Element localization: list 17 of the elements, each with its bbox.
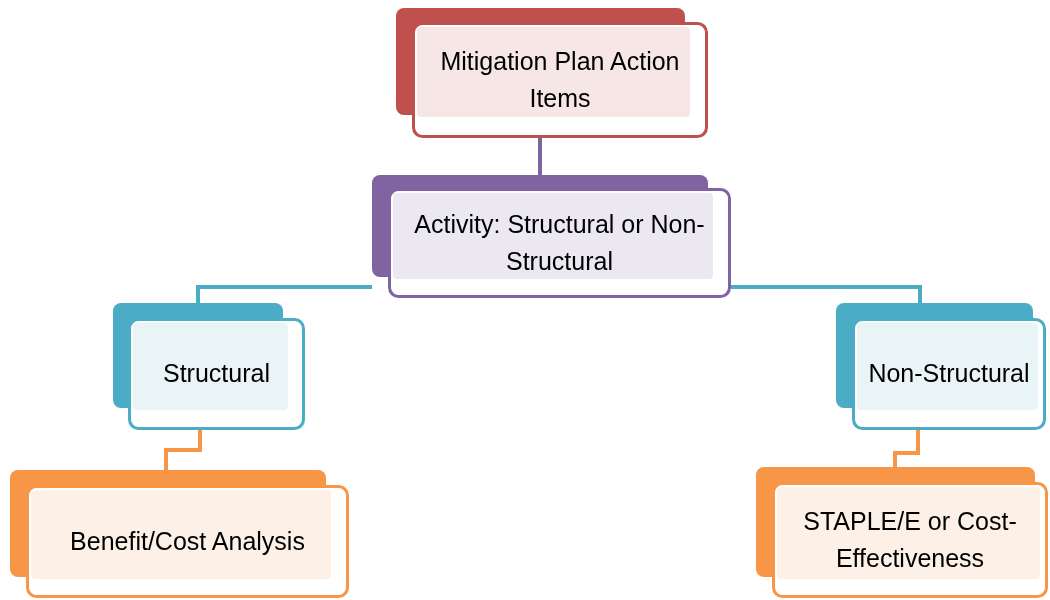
process-box (836, 303, 1046, 430)
connector-line (164, 430, 202, 470)
box-label: Structural (163, 358, 270, 390)
box-label: Benefit/Cost Analysis (70, 525, 305, 557)
process-box (372, 175, 731, 298)
process-box (396, 8, 708, 138)
process-box (756, 467, 1048, 598)
box-label: Non-Structural (868, 358, 1030, 390)
box-label: STAPLE/E or Cost-Effectiveness (802, 505, 1018, 574)
box-label: Activity: Structural or Non-Structural (413, 208, 706, 277)
connector-line (731, 285, 922, 303)
connector-line (196, 285, 372, 303)
box-label: Mitigation Plan Action Items (439, 45, 681, 114)
process-box (113, 303, 305, 430)
connector-line (893, 430, 920, 467)
process-box (10, 470, 349, 598)
connector-line (538, 138, 542, 175)
